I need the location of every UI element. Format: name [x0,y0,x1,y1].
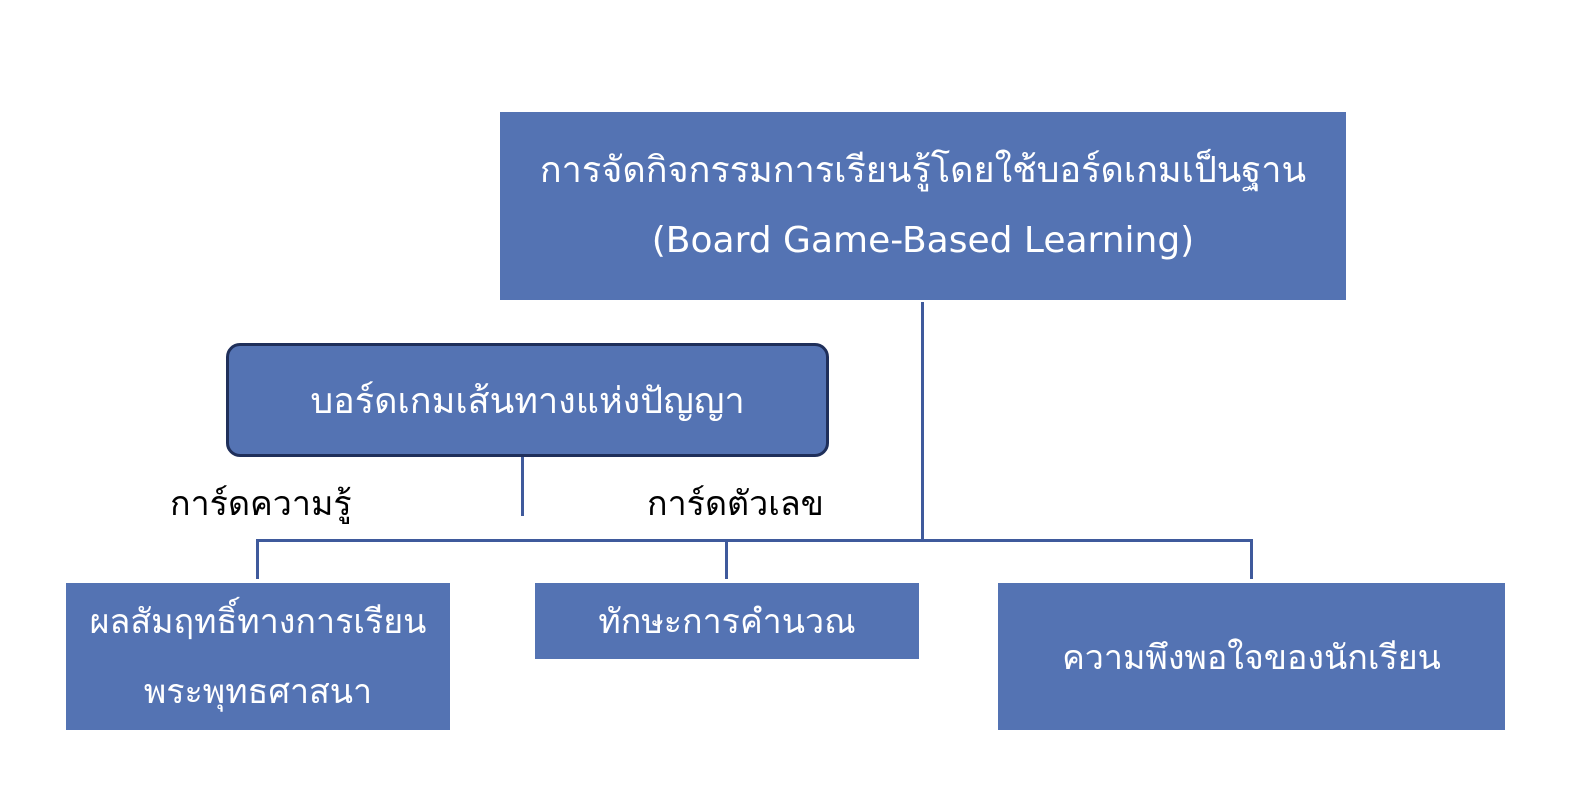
outcome-3-line1: ความพึงพอใจของนักเรียน [1062,637,1441,678]
top-box-line2: (Board Game-Based Learning) [651,220,1195,261]
top-box-line1: การจัดกิจกรรมการเรียนรู้โดยใช้บอร์ดเกมเป… [539,150,1307,191]
outcome-box-student-satisfaction: ความพึงพอใจของนักเรียน [998,583,1505,730]
outcome-box-calculation-skill: ทักษะการคำนวณ [535,583,919,659]
game-box-label: บอร์ดเกมเส้นทางแห่งปัญญา [310,380,745,422]
top-box-board-game-based-learning: การจัดกิจกรรมการเรียนรู้โดยใช้บอร์ดเกมเป… [500,112,1346,300]
connector-drop-middle [725,539,728,579]
outcome-1-line2: พระพุทธศาสนา [143,671,373,712]
outcome-1-line1: ผลสัมฤทธิ์ทางการเรียน [89,601,427,642]
connector-drop-right [1250,539,1253,579]
label-knowledge-card: การ์ดความรู้ [170,484,352,524]
connector-top-vertical [921,302,924,541]
outcome-box-buddhism-achievement: ผลสัมฤทธิ์ทางการเรียน พระพุทธศาสนา [66,583,450,730]
label-number-card: การ์ดตัวเลข [647,484,824,524]
outcome-2-line1: ทักษะการคำนวณ [598,602,856,642]
connector-game-box-stem [521,456,524,516]
connector-horizontal [256,539,1253,542]
game-box-path-of-wisdom: บอร์ดเกมเส้นทางแห่งปัญญา [226,343,829,457]
connector-drop-left [256,539,259,579]
